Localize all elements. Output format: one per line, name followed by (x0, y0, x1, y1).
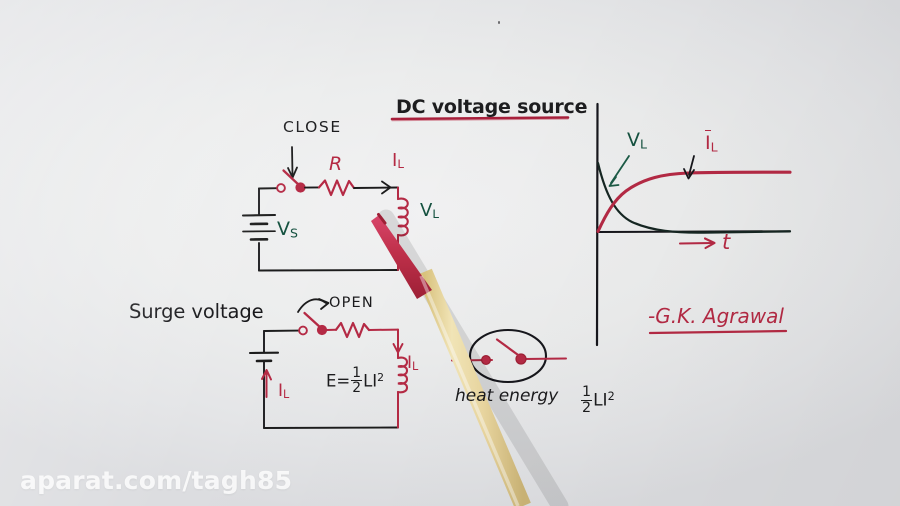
surge-voltage-heading: Surge voltage (129, 300, 264, 323)
graph-label-il: IL (705, 130, 718, 155)
signature: -G.K. Agrawal (648, 304, 784, 328)
il-annotation-arrow-icon (683, 155, 695, 180)
inductor-current-arrow-icon (392, 332, 404, 354)
energy-formula-tail: LI (363, 371, 378, 391)
bottom-circuit (248, 298, 409, 429)
graph-label-il-main: I (705, 130, 711, 154)
heat-energy-power: 2 (607, 389, 615, 403)
arc-spark-symbol (451, 328, 567, 384)
switch-open-icon[interactable] (298, 311, 328, 336)
resistor-symbol-bottom (334, 321, 371, 339)
page-title: DC voltage source (396, 96, 588, 118)
top-wire-resistor-to-inductor (353, 186, 399, 189)
resistor-label-top: R (329, 153, 343, 175)
inductor-symbol-top (396, 186, 409, 271)
vl-annotation-arrow-icon (608, 155, 630, 187)
graph-x-axis (596, 230, 791, 233)
current-label-top-main: I (392, 150, 398, 171)
graph-label-il-sub: L (710, 139, 718, 155)
graph-curve-vl (596, 161, 792, 234)
energy-formula-numerator: 1 (351, 365, 363, 382)
heat-energy-text: heat energy (455, 386, 559, 406)
switch-close-icon[interactable] (276, 169, 306, 193)
top-circuit (241, 146, 409, 272)
bottom-wire-bottom (263, 426, 399, 429)
open-label: OPEN (329, 295, 374, 311)
battery-symbol-top (241, 213, 277, 241)
source-voltage-label: VS (277, 220, 298, 240)
source-voltage-main: V (277, 218, 290, 240)
close-arrow-icon (287, 146, 298, 179)
board-speck (498, 21, 500, 24)
inductor-symbol-bottom (396, 328, 409, 429)
marker-pen[interactable] (371, 209, 569, 506)
inductor-voltage-label: VL (420, 202, 439, 221)
graph-label-time: t (722, 230, 731, 254)
inductor-current-main: I (407, 353, 413, 373)
close-label: CLOSE (283, 118, 342, 136)
time-axis-arrow-icon (678, 237, 716, 250)
energy-formula-denominator: 2 (352, 380, 362, 397)
current-label-bottom-main: I (278, 381, 284, 401)
top-wire-bottom (258, 269, 399, 272)
battery-symbol-bottom (248, 351, 280, 363)
current-label-bottom: IL (278, 381, 290, 402)
inductor-voltage-sub: L (432, 207, 439, 222)
heat-energy-denominator: 2 (582, 399, 592, 416)
open-arrow-icon (297, 298, 330, 313)
graph-label-vl: VL (627, 131, 647, 151)
current-arrow-top-icon (381, 180, 392, 195)
graph-label-vl-main: V (627, 129, 640, 151)
signature-underline (648, 329, 788, 335)
watermark: aparat.com/tagh85 (20, 466, 293, 495)
heat-energy-numerator: 1 (581, 384, 593, 401)
current-arrow-bottom-icon (261, 369, 272, 398)
current-label-bottom-sub: L (283, 388, 290, 402)
energy-formula-power: 2 (377, 370, 385, 384)
graph-label-vl-sub: L (640, 136, 647, 152)
current-label-top-sub: L (397, 157, 404, 172)
heat-energy-tail: LI (593, 390, 608, 411)
inductor-current-label: IL (407, 353, 419, 374)
graph-y-axis (595, 102, 599, 347)
pen-tip (371, 215, 432, 299)
graph-curve-il (596, 170, 792, 234)
heat-energy-caption: heat energy (455, 388, 558, 405)
resistor-symbol-top (317, 179, 356, 197)
inductor-current-sub: L (412, 360, 419, 374)
current-label-top: IL (392, 152, 404, 171)
inductor-voltage-main: V (420, 200, 433, 221)
source-voltage-sub: S (290, 225, 298, 241)
energy-formula-lead: E= (326, 371, 351, 391)
